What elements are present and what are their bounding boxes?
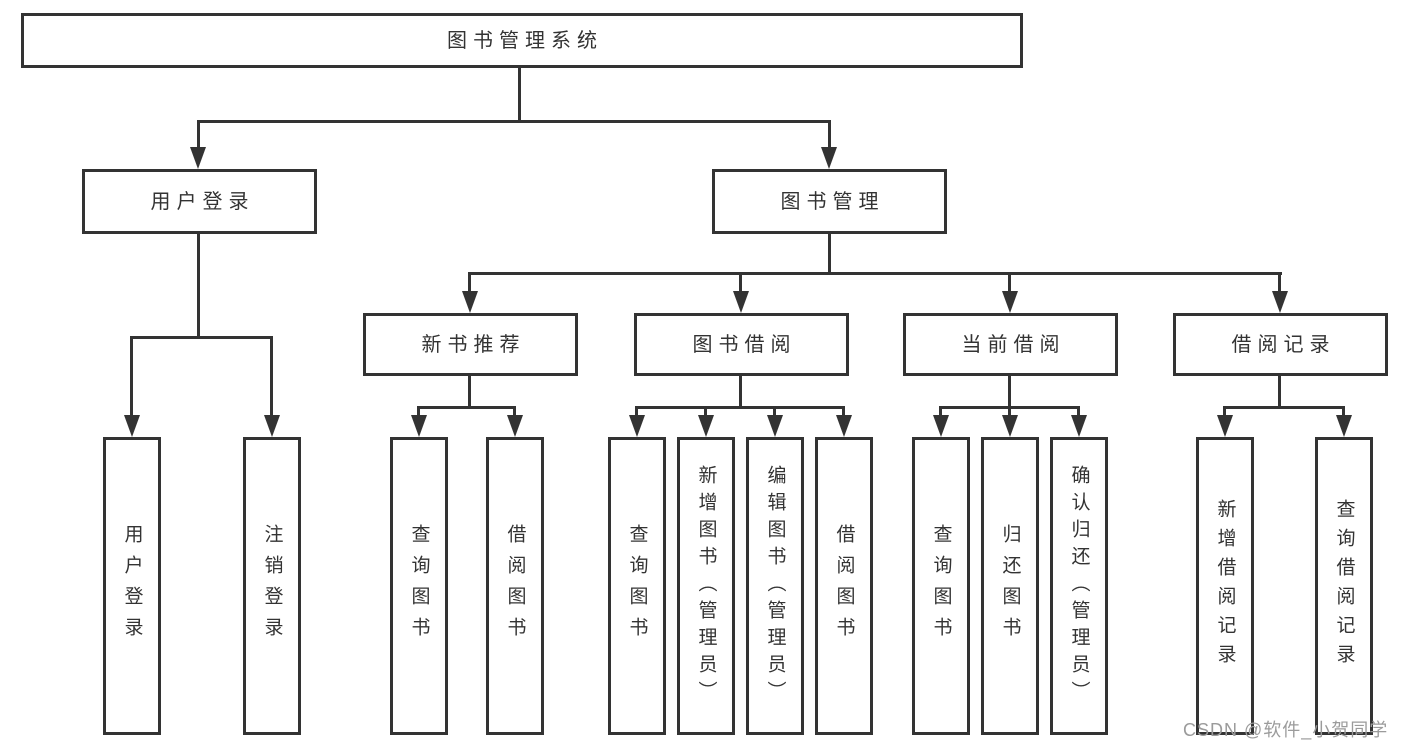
connector-line (468, 376, 471, 409)
arrow-down-icon (698, 415, 714, 437)
connector-line (635, 406, 638, 420)
connector-line (939, 406, 942, 420)
connector-line (518, 68, 521, 123)
connector-line (1223, 406, 1226, 420)
connector-line (1278, 272, 1281, 297)
arrow-down-icon (1002, 415, 1018, 437)
arrow-down-icon (1272, 291, 1288, 313)
connector-line (197, 120, 200, 152)
node-borrow-records: 借阅记录 (1173, 313, 1388, 376)
arrow-down-icon (767, 415, 783, 437)
connector-line (469, 272, 1282, 275)
connector-line (417, 406, 420, 420)
watermark: CSDN @软件_小贺同学 (1183, 720, 1389, 740)
node-user-login: 用户登录 (82, 169, 317, 234)
node-root: 图书管理系统 (21, 13, 1023, 68)
arrow-down-icon (411, 415, 427, 437)
leaf-add-book-admin: 新增图书（管理员） (677, 437, 735, 735)
connector-line (468, 272, 471, 297)
arrow-down-icon (124, 415, 140, 437)
connector-line (197, 120, 831, 123)
connector-line (197, 234, 200, 338)
connector-line (1077, 406, 1080, 420)
leaf-logout-login: 注销登录 (243, 437, 301, 735)
connector-line (635, 406, 845, 409)
arrow-down-icon (1336, 415, 1352, 437)
leaf-user-login: 用户登录 (103, 437, 161, 735)
connector-line (1008, 376, 1011, 409)
connector-line (130, 336, 273, 339)
connector-line (773, 406, 776, 420)
leaf-confirm-return-admin: 确认归还（管理员） (1050, 437, 1108, 735)
leaf-query-books-2: 查询图书 (608, 437, 666, 735)
connector-line (270, 336, 273, 420)
arrow-down-icon (733, 291, 749, 313)
connector-line (130, 336, 133, 420)
leaf-query-books-1: 查询图书 (390, 437, 448, 735)
connector-line (739, 272, 742, 297)
connector-line (842, 406, 845, 420)
arrow-down-icon (629, 415, 645, 437)
arrow-down-icon (836, 415, 852, 437)
connector-line (513, 406, 516, 420)
arrow-down-icon (1071, 415, 1087, 437)
leaf-query-books-3: 查询图书 (912, 437, 970, 735)
leaf-return-book: 归还图书 (981, 437, 1039, 735)
connector-line (1008, 406, 1011, 420)
connector-line (828, 234, 831, 274)
leaf-edit-book-admin: 编辑图书（管理员） (746, 437, 804, 735)
node-book-borrow: 图书借阅 (634, 313, 849, 376)
node-new-book-recommend: 新书推荐 (363, 313, 578, 376)
arrow-down-icon (933, 415, 949, 437)
arrow-down-icon (507, 415, 523, 437)
connector-line (417, 406, 516, 409)
arrow-down-icon (190, 147, 206, 169)
connector-line (1223, 406, 1345, 409)
arrow-down-icon (264, 415, 280, 437)
connector-line (1278, 376, 1281, 409)
connector-line (828, 120, 831, 152)
arrow-down-icon (1217, 415, 1233, 437)
arrow-down-icon (462, 291, 478, 313)
leaf-query-borrow-record: 查询借阅记录 (1315, 437, 1373, 735)
node-current-borrow: 当前借阅 (903, 313, 1118, 376)
connector-line (739, 376, 742, 409)
arrow-down-icon (821, 147, 837, 169)
connector-line (1008, 272, 1011, 297)
connector-line (1342, 406, 1345, 420)
connector-line (704, 406, 707, 420)
leaf-borrow-books-1: 借阅图书 (486, 437, 544, 735)
leaf-add-borrow-record: 新增借阅记录 (1196, 437, 1254, 735)
leaf-borrow-books-2: 借阅图书 (815, 437, 873, 735)
node-book-management: 图书管理 (712, 169, 947, 234)
arrow-down-icon (1002, 291, 1018, 313)
